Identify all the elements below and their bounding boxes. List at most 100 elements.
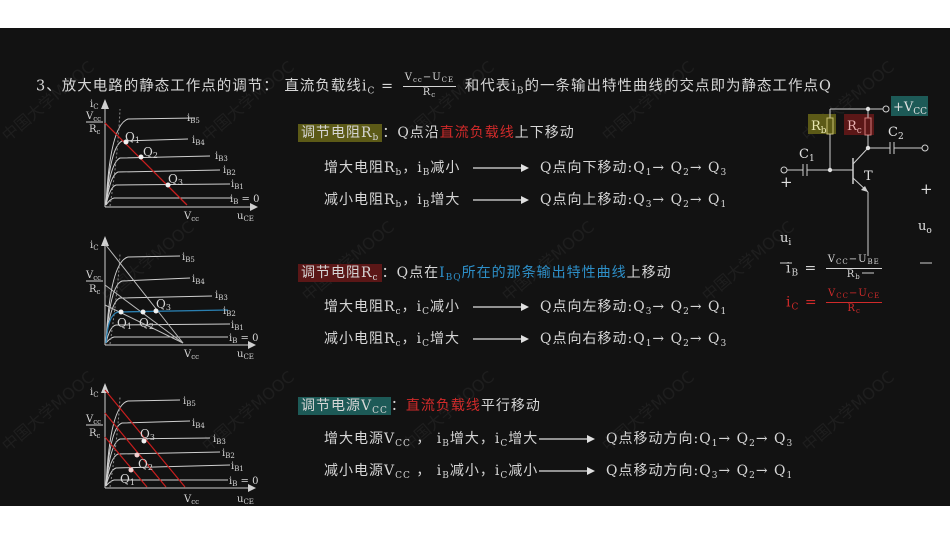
heading-colored: 直流负载线 xyxy=(405,398,481,414)
result: Q点移动方向: xyxy=(606,431,700,447)
section-rc-row-1: 增大电阻Rc，iC减小 xyxy=(324,296,460,317)
q: Q xyxy=(699,463,712,479)
q: Q xyxy=(633,192,646,208)
svg-text:Q2: Q2 xyxy=(143,145,158,160)
lhs-sub: B xyxy=(791,268,800,279)
lhs: i xyxy=(786,260,792,277)
q-sub: 2 xyxy=(683,339,690,349)
condition: 增大电阻R xyxy=(324,299,396,315)
vcc-label-box xyxy=(891,96,928,116)
sub: CC xyxy=(835,258,849,266)
q2-point xyxy=(134,452,140,458)
svg-text:Q2: Q2 xyxy=(139,316,154,331)
section-rc-heading: 调节电阻Rc：Q点在IBQ所在的那条输出特性曲线上移动 xyxy=(298,262,672,283)
q1-point xyxy=(123,139,129,145)
svg-text:uCE: uCE xyxy=(237,349,254,361)
svg-text:iB = 0: iB = 0 xyxy=(229,476,258,488)
svg-text:iB5: iB5 xyxy=(183,396,196,408)
right-arrow-icon xyxy=(473,196,529,204)
vcc-terminal xyxy=(882,105,890,113)
condition: ，i xyxy=(401,331,423,347)
heading-label: 调节电源V xyxy=(301,398,373,414)
svg-text:C2: C2 xyxy=(888,125,904,142)
q: → Q xyxy=(689,331,721,347)
result: Q点向上移动: xyxy=(540,192,634,208)
svg-text:Vcc: Vcc xyxy=(183,494,199,506)
q-sub: 2 xyxy=(683,168,690,178)
heading-sub: b xyxy=(372,133,380,143)
q3-point xyxy=(141,438,147,444)
y-axis-arrow-icon xyxy=(101,236,109,246)
section-rc-row-2: 减小电阻Rc，iC增大 xyxy=(324,328,460,349)
num: V xyxy=(827,254,836,265)
svg-text:iB3: iB3 xyxy=(215,151,228,163)
q-sub: 3 xyxy=(720,168,728,178)
result: Q点向下移动: xyxy=(540,160,634,176)
q: Q xyxy=(633,299,646,315)
vcc-highlight: 调节电源VCC xyxy=(298,397,391,416)
sub: B xyxy=(422,200,431,210)
q-sub: 2 xyxy=(749,439,756,449)
svg-text:Vcc: Vcc xyxy=(183,349,199,361)
svg-text:Q2: Q2 xyxy=(138,457,153,472)
q: → Q xyxy=(652,299,684,315)
svg-text:Vcc: Vcc xyxy=(183,211,199,223)
condition: 减小 xyxy=(429,299,460,315)
emitter-arrow-icon xyxy=(861,186,868,192)
svg-text:Q3: Q3 xyxy=(168,172,183,187)
frac-sub: cc xyxy=(412,76,423,84)
svg-text:iB4: iB4 xyxy=(192,274,205,286)
q: → Q xyxy=(689,299,721,315)
condition: 减小 xyxy=(508,463,539,479)
svg-text:Rc: Rc xyxy=(89,428,101,440)
section-vcc-row-1-result: Q点移动方向:Q1→ Q2→ Q3 xyxy=(606,428,793,449)
heading-colored: 直流负载线 xyxy=(439,125,515,141)
x-axis-arrow-icon xyxy=(248,484,256,492)
svg-text:Q1: Q1 xyxy=(120,472,135,487)
q3-point xyxy=(165,182,171,188)
section-vcc-row-1: 增大电源VCC ， iB增大，iC增大 xyxy=(324,428,538,449)
sub: CC xyxy=(836,292,849,300)
sub: BE xyxy=(867,258,880,266)
q: → Q xyxy=(755,463,787,479)
y-axis-arrow-icon xyxy=(101,383,109,393)
sub: C xyxy=(500,471,509,481)
y-axis-arrow-icon xyxy=(101,99,109,109)
sub: B xyxy=(422,168,431,178)
condition: ，i xyxy=(402,160,423,176)
dc-load-lines-parallel xyxy=(104,389,186,488)
result: Q点向右移动: xyxy=(540,331,634,347)
svg-text:iC: iC xyxy=(90,387,99,399)
den: R xyxy=(847,303,856,314)
heading-label: 调节电阻R xyxy=(301,265,373,281)
sub: C xyxy=(500,439,509,449)
q1-point xyxy=(128,467,134,473)
title-middle: 和代表 xyxy=(459,78,512,95)
ibq-sub: BQ xyxy=(445,273,462,283)
q: → Q xyxy=(652,331,684,347)
q: Q xyxy=(633,331,646,347)
svg-text:T: T xyxy=(864,169,873,184)
rc-label-box xyxy=(844,114,874,135)
section-rb-row-2: 减小电阻Rb，iB增大 xyxy=(324,189,460,210)
q2-point xyxy=(140,309,146,315)
dc-load-line xyxy=(104,122,188,206)
svg-text:iB = 0: iB = 0 xyxy=(229,333,258,345)
frac-den: R xyxy=(422,87,432,98)
q-sub: 2 xyxy=(749,471,756,481)
sub: b xyxy=(395,200,403,210)
sub: B xyxy=(442,471,450,481)
heading-text: 上下移动 xyxy=(514,125,575,141)
q: Q xyxy=(633,160,646,176)
title-suffix: 的一条输出特性曲线的交点即为静态工作点Q xyxy=(524,78,832,95)
svg-text:iB5: iB5 xyxy=(182,252,195,264)
output-terminal-plus xyxy=(921,144,929,152)
q-sub: 3 xyxy=(711,471,719,481)
svg-text:Rc: Rc xyxy=(89,284,101,296)
